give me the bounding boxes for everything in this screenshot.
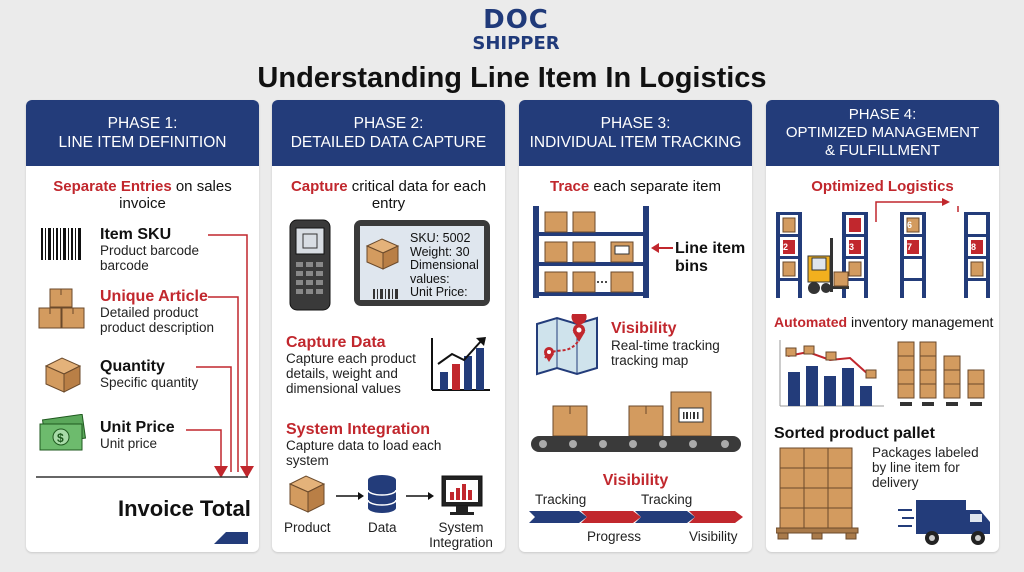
flow-label-data: Data	[368, 520, 397, 535]
tablet-screen-text: SKU: 5002 Weight: 30 Dimensional values:…	[410, 231, 479, 300]
pallet-icon	[776, 447, 859, 540]
phase-1-lead-highlight: Separate Entries	[53, 178, 172, 195]
integration-flow	[288, 475, 483, 515]
tablet-box-icon	[365, 238, 400, 270]
cash-icon: $	[39, 414, 87, 451]
progress-arrows	[529, 511, 743, 523]
unique-article-title: Unique Article	[100, 288, 208, 305]
barcode-icon	[41, 228, 81, 260]
warehouse-racks-icon	[776, 198, 990, 298]
visibility-sub: Real-time tracking tracking map	[611, 338, 720, 368]
phase-1-connectors	[36, 234, 254, 544]
phase-2-header: PHASE 2: DETAILED DATA CAPTURE	[272, 100, 505, 166]
phase-2-title: DETAILED DATA CAPTURE	[290, 134, 487, 151]
phase-2-number: PHASE 2:	[353, 115, 424, 132]
flow-label-product: Product	[284, 520, 331, 535]
automated-highlight: Automated	[774, 314, 848, 330]
phase-3-lead-highlight: Trace	[550, 178, 590, 195]
arrow-label-progress: Progress	[587, 529, 642, 544]
phase-4-panel: PHASE 4: OPTIMIZED MANAGEMENT & FULFILLM…	[766, 100, 999, 552]
unique-article-sub: Detailed product product description	[100, 305, 215, 335]
phase-1-title: LINE ITEM DEFINITION	[58, 134, 227, 151]
phase-3-number: PHASE 3:	[600, 115, 671, 132]
automated-rest: inventory management	[847, 314, 994, 330]
phase-2-panel: PHASE 2: DETAILED DATA CAPTURE Capture c…	[272, 100, 505, 552]
map-icon	[536, 314, 598, 376]
quantity-title: Quantity	[100, 358, 165, 375]
phase-2-lead-highlight: Capture	[290, 178, 348, 195]
system-integration-sub: Capture data to load each system	[286, 438, 442, 468]
phase-4-header: PHASE 4: OPTIMIZED MANAGEMENT & FULFILLM…	[766, 100, 999, 166]
system-integration-title: System Integration	[286, 421, 431, 438]
phase-3-title: INDIVIDUAL ITEM TRACKING	[529, 134, 742, 151]
screen-line-dimensional: Dimensional	[410, 258, 479, 272]
logo: DOC SHIPPER	[466, 6, 566, 66]
flow-label-system: System Integration	[429, 520, 493, 550]
invoice-total: Invoice Total	[118, 496, 251, 521]
screen-line-price: Unit Price:	[410, 285, 468, 299]
page-title: Understanding Line Item In Logistics	[257, 62, 767, 94]
sorted-pallet-title: Sorted product pallet	[774, 425, 935, 442]
phase-1-lead: Separate Entries on sales invoice	[40, 178, 245, 212]
phase-4-title: OPTIMIZED MANAGEMENT	[785, 124, 980, 141]
shelving-rack-icon	[533, 206, 649, 298]
phase-1-panel: PHASE 1: LINE ITEM DEFINITION Separate E…	[26, 100, 259, 552]
phase-3-lead-text: each separate item	[589, 178, 721, 195]
boxes-stack-icon	[38, 288, 85, 329]
svg-text:$: $	[57, 431, 64, 445]
visibility-title: Visibility	[611, 320, 677, 337]
tablet-device	[354, 220, 490, 306]
phase-4-number: PHASE 4:	[848, 106, 917, 123]
phase-3-header: PHASE 3: INDIVIDUAL ITEM TRACKING	[519, 100, 752, 166]
phase-4-title-2: & FULFILLMENT	[824, 142, 941, 159]
item-sku-title: Item SKU	[100, 226, 172, 243]
phase-1-header: PHASE 1: LINE ITEM DEFINITION	[26, 100, 259, 166]
phase-1-number: PHASE 1:	[107, 115, 178, 132]
capture-data-title: Capture Data	[286, 334, 386, 351]
line-item-bins-label: Line item bins	[675, 240, 746, 275]
unit-price-title: Unit Price	[100, 419, 175, 436]
arrow-label-tracking-1: Tracking	[535, 492, 587, 507]
automated-inventory-text: Automated inventory management	[774, 314, 996, 330]
bins-arrow	[651, 243, 673, 253]
tablet-barcode-icon	[373, 289, 398, 299]
phase-3-panel: PHASE 3: INDIVIDUAL ITEM TRACKING Trace …	[519, 100, 752, 552]
handheld-scanner-icon	[289, 219, 331, 311]
conveyor-belt-icon	[531, 391, 741, 452]
packages-text: Packages labeled by line item for delive…	[872, 445, 979, 490]
logo-text-top: DOC	[483, 5, 549, 35]
phase-1-lead-text: on sales invoice	[119, 178, 232, 212]
screen-line-values: values:	[410, 271, 450, 286]
phase-2-lead-text: critical data for each entry	[347, 178, 487, 212]
screen-line-sku: SKU: 5002	[410, 231, 471, 245]
quantity-sub: Specific quantity	[100, 375, 199, 390]
visibility-bottom-title: Visibility	[602, 472, 669, 489]
item-sku-sub: Product barcode barcode	[100, 243, 200, 273]
box-icon	[44, 357, 82, 393]
phase-3-lead: Trace each separate item	[527, 178, 744, 195]
arrow-label-visibility: Visibility	[689, 529, 738, 544]
screen-line-weight: Weight: 30	[410, 244, 470, 259]
delivery-truck-icon	[898, 500, 990, 545]
phase-2-lead: Capture critical data for each entry	[280, 178, 497, 212]
optimized-logistics-title: Optimized Logistics	[811, 178, 954, 195]
unit-price-sub: Unit price	[100, 436, 158, 451]
capture-data-sub: Capture each product details, weight and…	[286, 351, 416, 396]
bar-chart-icon	[431, 337, 490, 391]
inventory-chart-icon	[779, 340, 985, 407]
logo-text-bottom: SHIPPER	[472, 33, 560, 54]
arrow-label-tracking-2: Tracking	[641, 492, 693, 507]
